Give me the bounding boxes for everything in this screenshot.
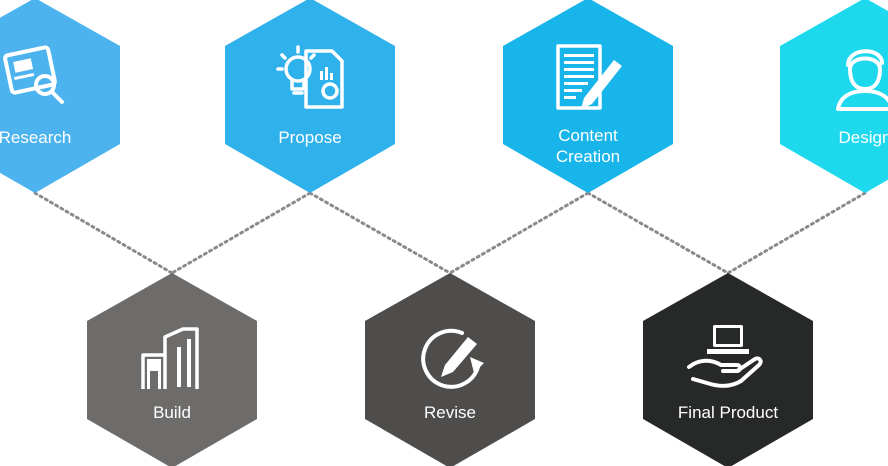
step-revise: Revise (365, 273, 535, 466)
connector-content-final (586, 191, 730, 275)
lightbulb-document-icon (276, 45, 344, 109)
step-final-product: Final Product (643, 273, 813, 466)
connector-propose-revise (308, 191, 452, 275)
connector-research-build (33, 191, 174, 275)
research-hexagon (0, 0, 120, 193)
document-magnifier-icon (3, 45, 64, 104)
step-label-build: Build (153, 403, 191, 422)
connector-design-final (726, 191, 867, 275)
propose-hexagon (225, 0, 395, 193)
connector-propose-build (170, 191, 312, 275)
step-build: Build (87, 273, 257, 466)
build-hexagon (87, 273, 257, 466)
step-label-propose: Propose (278, 128, 342, 147)
step-design: Design (780, 0, 888, 193)
step-label-design: Design (838, 128, 888, 147)
hand-holding-laptop-icon (687, 325, 763, 388)
step-propose: Propose (225, 0, 395, 193)
step-label-research: Research (0, 128, 72, 147)
buildings-icon (141, 327, 199, 389)
design-hexagon (780, 0, 888, 193)
step-label-final-product: Final Product (677, 403, 779, 422)
document-pencil-icon (556, 44, 622, 110)
revise-pencil-arrow-icon (421, 328, 484, 389)
step-content-creation: Content Creation (503, 0, 673, 193)
designer-person-icon (836, 49, 888, 111)
step-label-content-creation: Content Creation (555, 126, 621, 166)
step-research: Research (0, 0, 120, 193)
step-label-revise: Revise (424, 403, 476, 422)
connector-content-revise (448, 191, 590, 275)
